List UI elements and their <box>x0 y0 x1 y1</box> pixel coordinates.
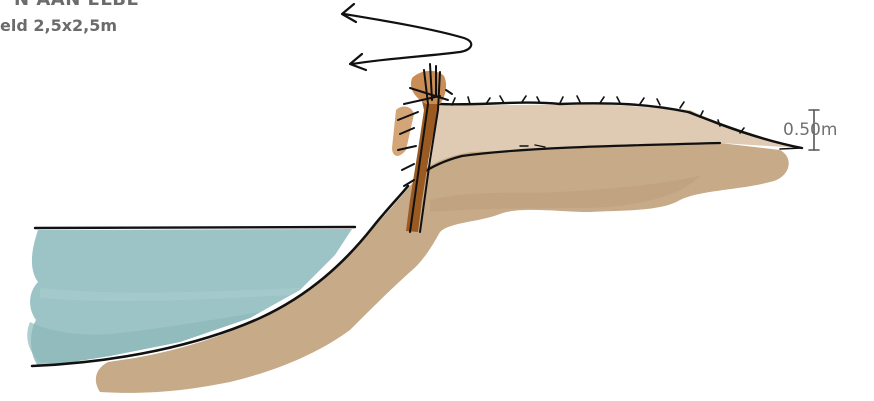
wooden-post <box>392 63 453 233</box>
diagram-title: N AAN ELBE <box>14 0 139 10</box>
height-dimension-marker <box>808 109 820 151</box>
contour-lines <box>30 101 804 368</box>
grass-tufts <box>451 95 745 134</box>
height-label: 0.50m <box>783 120 838 140</box>
sand-body <box>95 143 789 393</box>
sea-water <box>27 225 357 366</box>
wind-arrows <box>340 2 473 72</box>
diagram-subtitle: eld 2,5x2,5m <box>0 16 118 35</box>
